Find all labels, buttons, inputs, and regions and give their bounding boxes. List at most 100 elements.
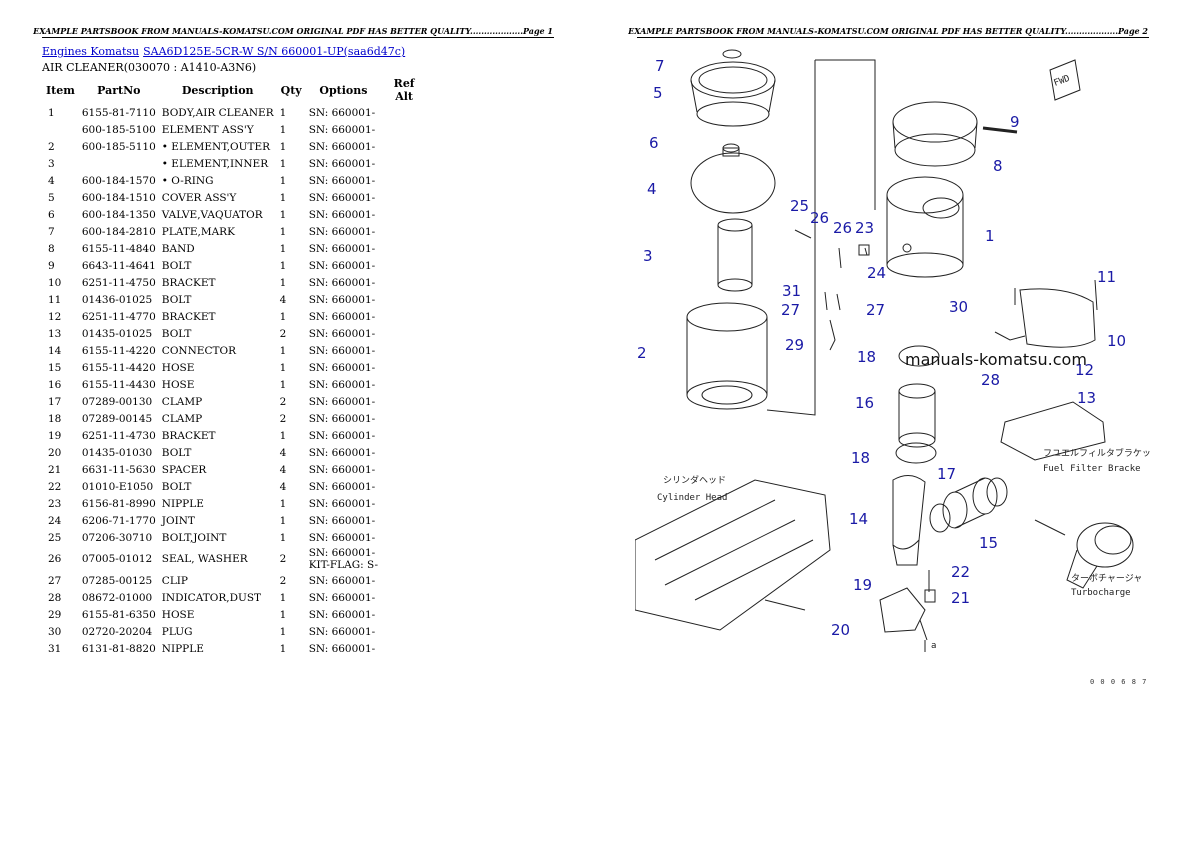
cell-partno: 6643-11-4641 [81, 259, 156, 272]
cell-partno: 6131-81-8820 [81, 642, 156, 655]
cell-item: 21 [48, 463, 62, 476]
svg-text:27: 27 [866, 301, 885, 319]
cell-partno: 6155-11-4420 [81, 361, 156, 374]
cell-ref-alt [381, 223, 427, 240]
cell-description: PLUG [161, 625, 193, 638]
cell-options: SN: 660001- [308, 625, 376, 638]
svg-text:9: 9 [1010, 113, 1020, 131]
cell-description: • ELEMENT,INNER [161, 157, 269, 170]
cell-description: BOLT,JOINT [161, 531, 227, 544]
page-header: EXAMPLE PARTSBOOK FROM MANUALS-KOMATSU.C… [33, 26, 553, 36]
cell-item: 9 [48, 259, 55, 272]
cell-ref-alt [381, 546, 427, 572]
cell-item: 15 [48, 361, 62, 374]
cell-item: 4 [48, 174, 55, 187]
svg-text:24: 24 [867, 264, 886, 282]
cell-options: SN: 660001- [308, 293, 376, 306]
svg-text:4: 4 [647, 180, 657, 198]
cell-options: SN: 660001- [308, 608, 376, 621]
cell-item: 25 [48, 531, 62, 544]
breadcrumb-link-engines[interactable]: Engines Komatsu [42, 45, 140, 58]
cell-options: SN: 660001- [308, 514, 376, 527]
cell-description: HOSE [161, 608, 195, 621]
cell-partno: 6251-11-4730 [81, 429, 156, 442]
svg-text:18: 18 [857, 348, 876, 366]
svg-text:20: 20 [831, 621, 850, 639]
cell-item: 10 [48, 276, 62, 289]
svg-text:17: 17 [937, 465, 956, 483]
cell-qty: 2 [279, 553, 287, 565]
page-1: EXAMPLE PARTSBOOK FROM MANUALS-KOMATSU.C… [33, 26, 554, 657]
svg-text:27: 27 [781, 301, 800, 319]
svg-text:2: 2 [637, 344, 647, 362]
exploded-parts-diagram: 7 5 6 4 3 2 9 8 1 25 26 26 23 24 31 27 2… [635, 49, 1150, 686]
cell-qty: 2 [279, 327, 287, 340]
cell-ref-alt [381, 138, 427, 155]
cell-item: 19 [48, 429, 62, 442]
cell-ref-alt [381, 623, 427, 640]
cell-options: SN: 660001- [308, 446, 376, 459]
cell-item: 1 [48, 106, 55, 119]
cell-qty: 1 [279, 361, 287, 374]
col-qty: Qty [280, 83, 302, 97]
cell-item: 29 [48, 608, 62, 621]
fwd-label: FWD [1053, 74, 1072, 89]
cell-item: 31 [48, 642, 62, 655]
svg-text:16: 16 [855, 394, 874, 412]
cell-description: PLATE,MARK [161, 225, 235, 238]
cylinder-head-label: Cylinder Head [657, 493, 727, 503]
cell-partno: 6206-71-1770 [81, 514, 156, 527]
cell-description: SEAL, WASHER [161, 553, 248, 565]
col-item: Item [46, 83, 75, 97]
svg-text:26: 26 [810, 209, 829, 227]
svg-text:18: 18 [851, 449, 870, 467]
cell-item: 11 [48, 293, 62, 306]
cell-qty: 1 [279, 259, 287, 272]
svg-text:1: 1 [985, 227, 995, 245]
cell-description: INDICATOR,DUST [161, 591, 262, 604]
turbo-jp: ターボチャージャ [1071, 573, 1142, 584]
cell-ref-alt [381, 155, 427, 172]
cell-description: BOLT [161, 259, 192, 272]
cell-qty: 1 [279, 344, 287, 357]
svg-text:31: 31 [782, 282, 801, 300]
cell-partno: 07289-00145 [81, 412, 153, 425]
cell-description: BRACKET [161, 429, 216, 442]
cell-options: SN: 660001- [308, 574, 376, 587]
cell-qty: 1 [279, 157, 287, 170]
svg-text:28: 28 [981, 371, 1000, 389]
cell-qty: 1 [279, 310, 287, 323]
cell-item: 2 [48, 140, 55, 153]
cell-ref-alt [381, 410, 427, 427]
svg-text:19: 19 [853, 576, 872, 594]
cell-options: SN: 660001- [308, 327, 376, 340]
svg-text:15: 15 [979, 534, 998, 552]
cell-description: • ELEMENT,OUTER [161, 140, 271, 153]
fuel-bracket-jp: フユエルフィルタブラケッ [1043, 447, 1150, 459]
cell-ref-alt [381, 640, 427, 657]
cell-qty: 1 [279, 208, 287, 221]
cell-qty: 4 [279, 446, 287, 459]
cell-item: 30 [48, 625, 62, 638]
cell-item: 22 [48, 480, 62, 493]
cell-ref-alt [381, 461, 427, 478]
cell-partno: 600-185-5100 [81, 123, 156, 136]
cell-description: BOLT [161, 293, 192, 306]
svg-text:26: 26 [833, 219, 852, 237]
cell-ref-alt [381, 359, 427, 376]
svg-text:10: 10 [1107, 332, 1126, 350]
cell-partno: 07005-01012 [81, 553, 153, 565]
breadcrumb-link-model[interactable]: SAA6D125E-5CR-W S/N 660001-UP(saa6d47c) [143, 45, 406, 58]
